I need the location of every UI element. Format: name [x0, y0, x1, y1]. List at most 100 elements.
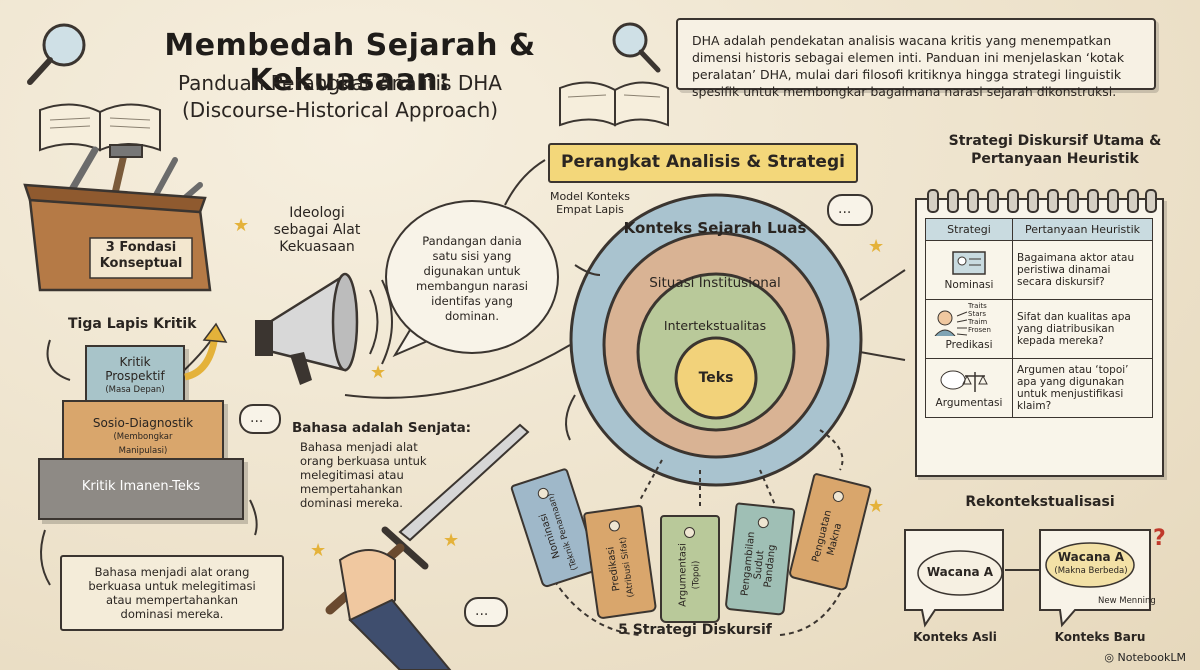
- weapon-text-line-4: mempertahankan: [300, 482, 403, 496]
- ideology-bubble-line-5: identifas yang: [431, 294, 513, 308]
- scroll-line-3: atau mempertahankan: [105, 593, 239, 607]
- strategies-title-line-2: Pertanyaan Heuristik: [971, 151, 1139, 167]
- balance-scale-icon: [940, 370, 988, 392]
- heuristic-question: Bagaimana aktor atau peristiwa dinamai s…: [1012, 240, 1153, 300]
- column-header-strategy: Strategi: [925, 218, 1013, 241]
- id-card-icon: [952, 250, 986, 275]
- ring-label-second: Situasi Institusional: [649, 275, 781, 291]
- toolbox-icon: [23, 144, 212, 292]
- star-icon: ★: [868, 236, 885, 257]
- critique-socio-sub-2: Manipulasi): [118, 446, 168, 456]
- person-traits-icon: [934, 310, 968, 336]
- ideology-label: Ideologi sebagai Alat Kekuasaan: [262, 205, 372, 256]
- svg-text:...: ...: [250, 410, 263, 426]
- critique-socio-label: Sosio-Diagnostik: [92, 416, 194, 430]
- strategy-name: Predikasi: [945, 338, 993, 351]
- hand-icon: [338, 549, 452, 670]
- star-icon: ★: [370, 362, 387, 383]
- page-title: Membedah Sejarah & Kekuasaan:: [164, 28, 536, 98]
- recontext-label-new: Konteks Baru: [1054, 630, 1146, 644]
- strategy-name: Nominasi: [944, 278, 994, 291]
- recontext-new-meaning: New Menning: [1098, 596, 1156, 606]
- table-row: Argumentasi Argumen atau ‘topoi’ apa yan…: [925, 358, 1153, 418]
- recontext-title: Rekontekstualisasi: [965, 494, 1115, 510]
- scroll-line-2: berkuasa untuk melegitimasi: [88, 579, 256, 593]
- svg-text:...: ...: [838, 201, 851, 217]
- strategy-tag-argumentasi: Argumentasi(Topoi): [660, 515, 720, 623]
- critique-immanent-label: Kritik Imanen-Teks: [81, 479, 201, 494]
- ideology-label-line-3: Kekuasaan: [279, 239, 355, 255]
- weapon-text-line-3: melegitimasi atau: [300, 468, 404, 482]
- ideology-bubble-line-6: dominan.: [444, 309, 499, 323]
- strategies-title: Strategi Diskursif Utama & Pertanyaan He…: [920, 132, 1190, 168]
- ideology-bubble-line-3: digunakan untuk: [423, 264, 521, 278]
- critique-prospective-line-1: Kritik: [119, 355, 151, 369]
- heuristic-question: Sifat dan kualitas apa yang diatribusika…: [1012, 299, 1153, 359]
- weapon-text-line-1: Bahasa menjadi alat: [300, 440, 418, 454]
- intro-box: DHA adalah pendekatan analisis wacana kr…: [676, 18, 1156, 99]
- weapon-text: Bahasa menjadi alat orang berkuasa untuk…: [300, 440, 480, 510]
- strategies-footer-label: 5 Strategi Diskursif: [618, 622, 772, 638]
- open-book-icon-right: [559, 81, 669, 127]
- recontext-discourse-new-sub: (Makna Berbeda): [1054, 566, 1128, 576]
- context-rings: [569, 193, 863, 487]
- heuristic-question: Argumen atau ‘topoi’ apa yang digunakan …: [1012, 358, 1153, 418]
- toolbox-label-line-2: Konseptual: [99, 256, 183, 271]
- magnifier-icon-left: [27, 23, 86, 85]
- speech-dots-icons: ... ... ...: [239, 194, 873, 627]
- recontext-discourse-original: Wacana A: [926, 565, 994, 579]
- scroll-banner: Bahasa menjadi alat orang berkuasa untuk…: [60, 555, 284, 631]
- traits-list: Traits Stars Traim Frosen: [968, 302, 991, 334]
- arrow-up-icon: [184, 322, 228, 381]
- open-book-icon-left: [39, 103, 161, 152]
- context-model-label: Model Konteks Empat Lapis: [545, 190, 635, 216]
- subtitle-line-1: Panduan Perangkat Analitis DHA: [178, 71, 502, 95]
- page-subtitle: Panduan Perangkat Analitis DHA (Discours…: [120, 70, 560, 124]
- heuristic-table: Strategi Pertanyaan Heuristik Nominasi B…: [925, 218, 1153, 418]
- star-icon: ★: [233, 215, 250, 236]
- weapon-title: Bahasa adalah Senjata:: [292, 420, 472, 436]
- trait-item: Stars: [968, 310, 987, 318]
- scroll-line-4: dominasi mereka.: [120, 607, 224, 621]
- context-model-line-2: Empat Lapis: [556, 203, 624, 216]
- star-icon: ★: [310, 540, 327, 561]
- tools-banner: Perangkat Analisis & Strategi: [548, 143, 858, 183]
- ideology-bubble-line-1: Pandangan dania: [422, 234, 522, 248]
- star-icon: ★: [868, 496, 885, 517]
- ideology-label-line-2: sebagai Alat: [273, 222, 361, 238]
- tag-argumentasi-label: Argumentasi: [677, 543, 689, 608]
- critique-prospective-line-2: Prospektif: [105, 369, 165, 383]
- column-header-question: Pertanyaan Heuristik: [1012, 218, 1153, 241]
- ring-label-core: Teks: [698, 370, 734, 386]
- ideology-speech-bubble: Pandangan dania satu sisi yang digunakan…: [385, 200, 559, 354]
- svg-text:?: ?: [1153, 526, 1166, 551]
- magnifier-icon-right: [612, 22, 661, 73]
- ideology-label-line-1: Ideologi: [289, 205, 345, 221]
- recontext-label-original: Konteks Asli: [913, 630, 997, 644]
- ring-label-outer: Konteks Sejarah Luas: [623, 219, 807, 237]
- logo-text: NotebookLM: [1117, 651, 1186, 664]
- trait-item: Traits: [968, 302, 987, 310]
- weapon-text-line-2: orang berkuasa untuk: [300, 454, 427, 468]
- star-icon: ★: [443, 530, 460, 551]
- heuristic-notebook: Strategi Pertanyaan Heuristik Nominasi B…: [915, 189, 1164, 477]
- critique-box-immanent: Kritik Imanen-Teks: [38, 458, 244, 520]
- trait-item: Frosen: [968, 326, 991, 334]
- toolbox-label-line-1: 3 Fondasi: [105, 240, 177, 255]
- critique-socio-sub-1: (Membongkar: [113, 432, 173, 442]
- subtitle-line-2: (Discourse-Historical Approach): [181, 98, 499, 122]
- ideology-bubble-line-4: membangun narasi: [416, 279, 528, 293]
- critique-prospective-sub: (Masa Depan): [105, 385, 165, 395]
- megaphone-icon: [255, 272, 393, 385]
- table-row: Nominasi Bagaimana aktor atau peristiwa …: [925, 240, 1153, 300]
- scroll-line-1: Bahasa menjadi alat orang: [94, 565, 250, 579]
- weapon-text-line-5: dominasi mereka.: [300, 496, 403, 510]
- ideology-bubble-line-2: satu sisi yang: [432, 249, 512, 263]
- toolbox-label: 3 Fondasi Konseptual: [90, 240, 192, 272]
- table-row: Traits Stars Traim Frosen Predikasi Sifa…: [925, 299, 1153, 359]
- strategy-name: Argumentasi: [935, 396, 1003, 409]
- trait-item: Traim: [968, 318, 988, 326]
